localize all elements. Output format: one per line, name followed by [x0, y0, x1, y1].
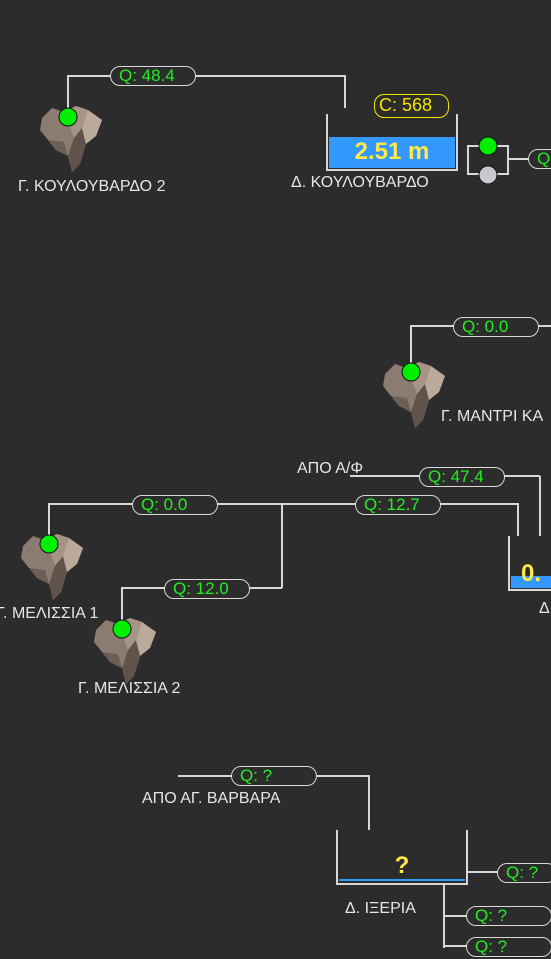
- status-dot-icon[interactable]: [39, 534, 59, 554]
- tank-label: Δ. ΚΟΥΛΟΥΒΑΡΔΟ: [291, 174, 429, 191]
- flow-readout[interactable]: Q: ?: [231, 766, 317, 786]
- flow-readout[interactable]: Q: 47.4: [419, 467, 505, 487]
- tank-water-koulouvardo: [329, 137, 455, 168]
- tank-level-readout[interactable]: 2.51 m: [354, 138, 430, 165]
- pump-label: Γ. ΜΕΛΙΣΣΙΑ 1: [0, 605, 99, 622]
- status-dot-icon[interactable]: [478, 165, 498, 185]
- tank-level-readout[interactable]: ?: [394, 852, 410, 879]
- status-dot-icon[interactable]: [58, 107, 78, 127]
- flow-readout[interactable]: Q: 12.7: [355, 495, 441, 515]
- conductivity-readout[interactable]: C: 568: [374, 94, 449, 118]
- pump-label: Γ. ΚΟΥΛΟΥΒΑΡΔΟ 2: [18, 178, 166, 195]
- flow-readout[interactable]: Q: 48.4: [110, 66, 196, 86]
- flow-readout[interactable]: Q: ?: [466, 906, 551, 926]
- status-dot-icon[interactable]: [401, 362, 421, 382]
- pump-label: Γ. ΜΕΛΙΣΣΙΑ 2: [78, 680, 181, 697]
- source-label: ΑΠΟ ΑΓ. ΒΑΡΒΑΡΑ: [142, 790, 281, 807]
- pump-label: Γ. ΜΑΝΤΡΙ ΚΑ: [441, 408, 544, 425]
- flow-readout[interactable]: Q: 0.0: [132, 495, 218, 515]
- flow-readout[interactable]: Q: ?: [497, 863, 551, 883]
- flow-readout[interactable]: Q:: [528, 149, 551, 169]
- status-dot-icon[interactable]: [478, 136, 498, 156]
- flow-readout[interactable]: Q: ?: [466, 937, 551, 957]
- tank-label: Δ. ΙΞΕΡΙΑ: [345, 900, 416, 917]
- status-dot-icon[interactable]: [112, 619, 132, 639]
- tank-label: Δ: [539, 600, 550, 617]
- tank-water-melissia: [511, 576, 551, 588]
- tank-level-readout[interactable]: 0.: [521, 560, 542, 587]
- flow-readout[interactable]: Q: 12.0: [164, 579, 250, 599]
- source-label: ΑΠΟ Α/Φ: [297, 460, 364, 477]
- flow-readout[interactable]: Q: 0.0: [453, 317, 539, 337]
